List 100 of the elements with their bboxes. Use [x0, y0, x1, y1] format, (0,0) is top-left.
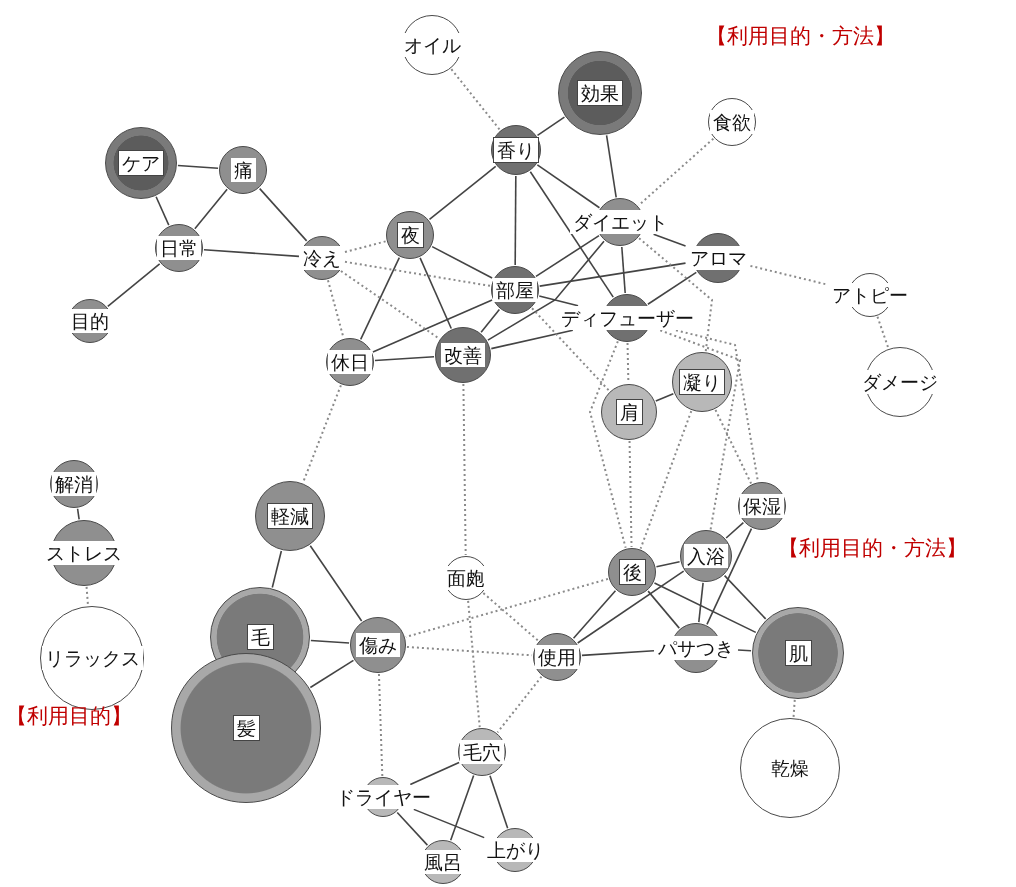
connector-line: [655, 392, 675, 402]
keyword-label: リラックス: [41, 646, 143, 670]
connector-line: [531, 307, 611, 392]
keyword-label: 入浴: [684, 544, 728, 568]
connector-line: [536, 164, 601, 209]
category-label: 【利用目的・方法】: [706, 23, 895, 50]
keyword-label: 香り: [493, 137, 539, 163]
connector-line: [339, 270, 441, 340]
keyword-label: ケア: [118, 150, 164, 176]
category-label: 【利用目的】: [6, 703, 132, 730]
connector-line: [714, 408, 753, 485]
connector-line: [489, 774, 509, 829]
connector-line: [309, 659, 355, 689]
connector-line: [639, 410, 693, 550]
keyword-label: 夜: [396, 222, 424, 248]
connector-line: [496, 675, 543, 734]
connector-line: [638, 237, 714, 353]
connector-line: [177, 164, 219, 170]
connector-line: [876, 315, 890, 349]
connector-line: [309, 544, 363, 622]
connector-line: [647, 271, 698, 306]
connector-line: [467, 599, 481, 729]
keyword-label: 解消: [52, 472, 96, 496]
connector-line: [396, 811, 429, 846]
connector-line: [655, 560, 681, 568]
connector-line: [538, 262, 687, 287]
connector-line: [792, 698, 796, 719]
connector-line: [581, 649, 655, 657]
connector-line: [536, 116, 566, 137]
keyword-label: 休日: [328, 350, 372, 374]
connector-line: [723, 574, 767, 620]
keyword-label: 肩: [615, 399, 643, 425]
connector-line: [659, 329, 742, 531]
connector-line: [374, 356, 435, 362]
keyword-label: 使用: [535, 645, 579, 669]
connector-line: [409, 761, 460, 786]
keyword-label: 髪: [232, 715, 260, 741]
connector-line: [487, 240, 605, 341]
connector-line: [377, 673, 384, 777]
keyword-label: 肌: [784, 640, 812, 666]
connector-line: [480, 308, 501, 334]
keyword-label: 目的: [68, 309, 112, 333]
keyword-label: 面皰: [444, 566, 488, 590]
keyword-label: 効果: [577, 80, 623, 106]
connector-line: [359, 256, 401, 341]
keyword-label: 傷み: [356, 633, 400, 657]
connector-line: [431, 245, 493, 279]
connector-line: [310, 639, 350, 644]
connector-line: [588, 340, 627, 549]
keyword-label: 毛: [246, 624, 274, 650]
connector-line: [413, 808, 485, 839]
connector-line: [605, 134, 617, 199]
keyword-label: 痛: [230, 158, 256, 182]
keyword-label: 毛穴: [460, 740, 504, 764]
connector-line: [271, 550, 283, 589]
connector-line: [725, 521, 745, 539]
connector-line: [529, 170, 614, 298]
connector-line: [652, 233, 687, 247]
connector-line: [628, 440, 633, 548]
connector-line: [514, 175, 517, 266]
connector-line: [343, 240, 387, 253]
connector-line: [538, 295, 579, 307]
connector-line: [653, 582, 757, 634]
connector-line: [258, 187, 308, 242]
keyword-label: 後: [618, 559, 646, 585]
connector-line: [637, 137, 715, 207]
connector-line: [490, 329, 574, 350]
connector-line: [482, 592, 540, 642]
connector-line: [194, 188, 228, 230]
connector-line: [419, 257, 453, 330]
connector-line: [302, 384, 342, 484]
keyword-label: 部屋: [493, 278, 537, 302]
connector-line: [85, 585, 89, 607]
category-label: 【利用目的・方法】: [778, 535, 967, 562]
connector-line: [449, 774, 475, 842]
connector-line: [428, 165, 497, 221]
connector-line: [76, 507, 80, 521]
connector-line: [344, 260, 492, 287]
keyword-label: 冷え: [300, 246, 344, 270]
connector-line: [450, 68, 501, 131]
connector-line: [155, 196, 170, 226]
connector-line: [576, 570, 685, 644]
connector-line: [698, 582, 704, 623]
keyword-label: 風呂: [421, 850, 465, 874]
keyword-label: オイル: [400, 33, 464, 57]
keyword-label: 軽減: [267, 503, 313, 529]
connector-line: [372, 299, 493, 353]
keyword-label: 改善: [441, 343, 485, 367]
keyword-label: 食欲: [710, 110, 754, 134]
connector-line: [621, 246, 626, 294]
keyword-label: 日常: [157, 236, 201, 260]
connector-line: [535, 234, 600, 278]
connector-line: [203, 248, 300, 258]
connector-line: [572, 589, 617, 640]
connector-line: [462, 383, 467, 556]
connector-line: [647, 590, 681, 629]
connector-line: [107, 263, 161, 308]
keyword-label: 保湿: [740, 494, 784, 518]
connector-line: [706, 527, 753, 626]
keyword-label: 凝り: [679, 369, 725, 395]
